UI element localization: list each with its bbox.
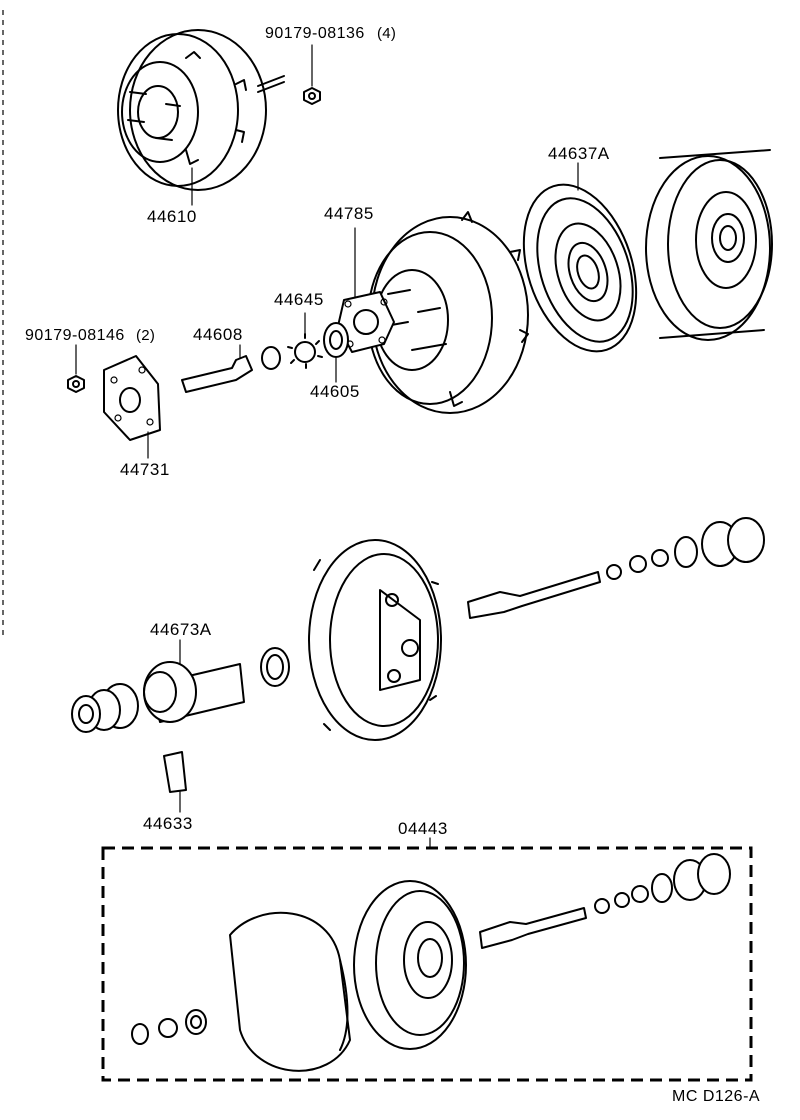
front-shell-drawing[interactable] [367,211,529,414]
key-drawing[interactable] [163,751,187,813]
seal-ring-drawing[interactable] [260,647,290,687]
label-44605: 44605 [310,382,360,401]
label-44608: 44608 [193,325,243,344]
label-90179-08146-qty: (2) [136,327,155,344]
label-44610: 44610 [147,207,197,226]
label-44633: 44633 [143,814,193,833]
push-rod-drawing[interactable] [181,344,253,393]
kit-shell-drawing[interactable] [353,880,467,1050]
kit-rod-drawing[interactable] [479,853,731,949]
bushing-drawing[interactable] [261,346,281,370]
label-44731: 44731 [120,460,170,479]
label-44673A: 44673A [150,620,212,639]
kit-small-parts-drawing[interactable] [131,1009,207,1045]
label-90179-08146: 90179-08146 [25,327,125,344]
retainer-drawing[interactable] [287,312,323,369]
kit-diaphragm-drawing[interactable] [229,911,351,1072]
gasket-drawing[interactable] [103,355,161,459]
boot-drawing[interactable] [71,683,139,733]
label-44785: 44785 [324,204,374,223]
label-44645: 44645 [274,290,324,309]
clevis-nut-icon[interactable] [67,344,85,393]
label-04443: 04443 [398,819,448,838]
diaphragm-drawing[interactable] [504,162,656,366]
front-housing-drawing[interactable] [308,539,442,741]
booster-nut-icon[interactable] [303,44,321,105]
rear-shell-drawing[interactable] [645,149,773,341]
seal-drawing[interactable] [323,322,349,383]
reaction-rod-drawing[interactable] [467,517,765,619]
label-90179-08136-qty: (4) [377,25,396,42]
repair-kit-dashed-box [101,846,753,1082]
label-44637A: 44637A [548,144,610,163]
drawing-code: MC D126-A [672,1088,760,1105]
label-90179-08136: 90179-08136 [265,25,365,42]
valve-body-drawing[interactable] [143,639,245,723]
booster-assembly-drawing[interactable] [117,29,285,206]
